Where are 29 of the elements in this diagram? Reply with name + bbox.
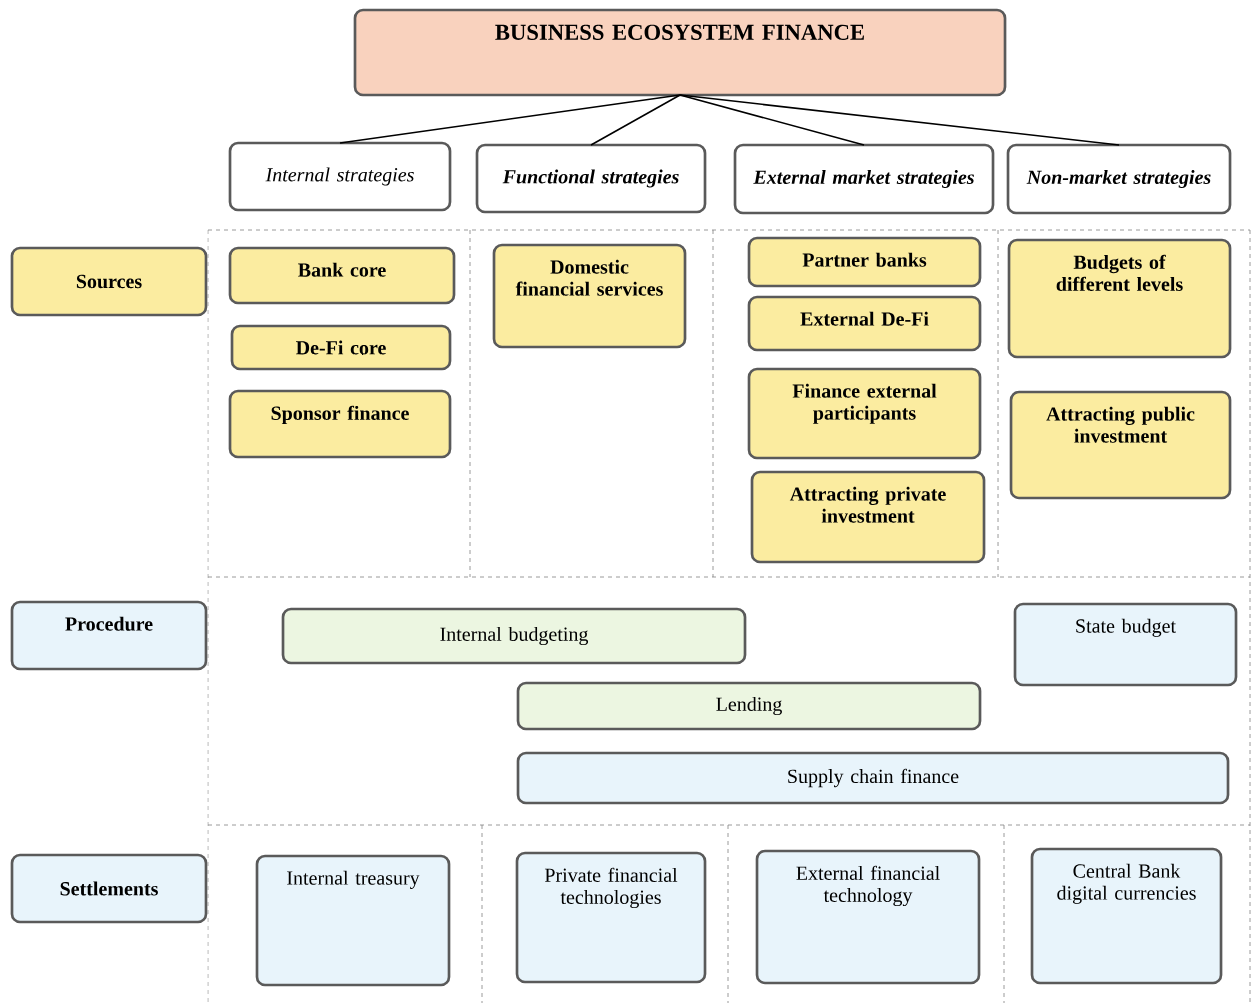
source-box: Attracting public investment (1009, 390, 1232, 500)
connector-line (679, 94, 1120, 146)
source-box: Bank core (228, 246, 456, 305)
source-box: Attracting private investment (750, 470, 986, 564)
row-label-box: Procedure (10, 600, 208, 671)
procedure-bar: Lending (516, 681, 982, 731)
connector-line (339, 94, 681, 144)
process-box: State budget (1013, 602, 1238, 687)
source-box: Partner banks (747, 236, 982, 288)
source-box: External De-Fi (747, 295, 982, 352)
source-box: Sponsor finance (228, 389, 452, 459)
strategy-box: Functional strategies (475, 143, 707, 214)
connector-line (590, 94, 681, 146)
strategy-box: Non-market strategies (1006, 143, 1232, 215)
row-label-box: Settlements (10, 853, 208, 924)
process-box: Internal treasury (255, 854, 451, 987)
source-box: De-Fi core (230, 324, 452, 371)
strategy-box: External market strategies (733, 143, 995, 215)
source-box: Domestic financial services (492, 243, 687, 349)
titlebox: BUSINESS ECOSYSTEM FINANCE (353, 8, 1007, 97)
process-box: External financial technology (755, 849, 981, 985)
process-box: Central Bank digital currencies (1030, 847, 1223, 985)
row-label-box: Sources (10, 246, 208, 317)
procedure-bar: Internal budgeting (281, 607, 747, 665)
process-box: Private financial technologies (515, 851, 707, 984)
strategy-box: Internal strategies (228, 141, 452, 212)
source-box: Budgets of different levels (1007, 238, 1232, 359)
source-box: Finance external participants (747, 367, 982, 460)
process-box: Supply chain finance (516, 751, 1230, 805)
